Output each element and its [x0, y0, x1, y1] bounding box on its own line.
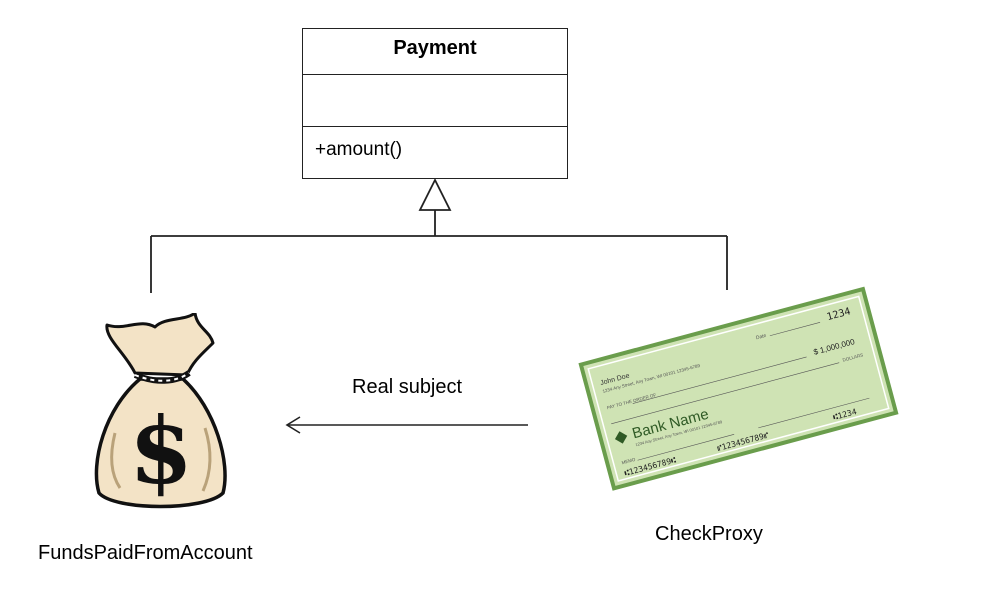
dollar-sign: $: [129, 397, 193, 505]
inheritance-arrowhead: [418, 177, 452, 211]
check-currency-label: DOLLARS: [842, 352, 864, 362]
association-arrowhead: [285, 416, 301, 434]
class-name: Payment: [303, 29, 567, 75]
check-memo-label: MEMO: [621, 457, 636, 466]
payment-class-box[interactable]: Payment +amount(): [302, 28, 568, 179]
subclass-right-name: CheckProxy: [655, 523, 763, 545]
class-attributes-compartment: [303, 75, 567, 127]
check-date-label: Date: [755, 333, 767, 342]
class-operations-compartment: +amount(): [303, 127, 567, 161]
operation-amount: +amount(): [315, 139, 403, 160]
money-bag-icon[interactable]: $: [85, 313, 235, 513]
association-label: Real subject: [352, 376, 463, 398]
subclass-left-name: FundsPaidFromAccount: [38, 542, 253, 564]
bank-check-icon[interactable]: John Doe 1234 Any Street, Any Town, WI 0…: [572, 280, 902, 495]
